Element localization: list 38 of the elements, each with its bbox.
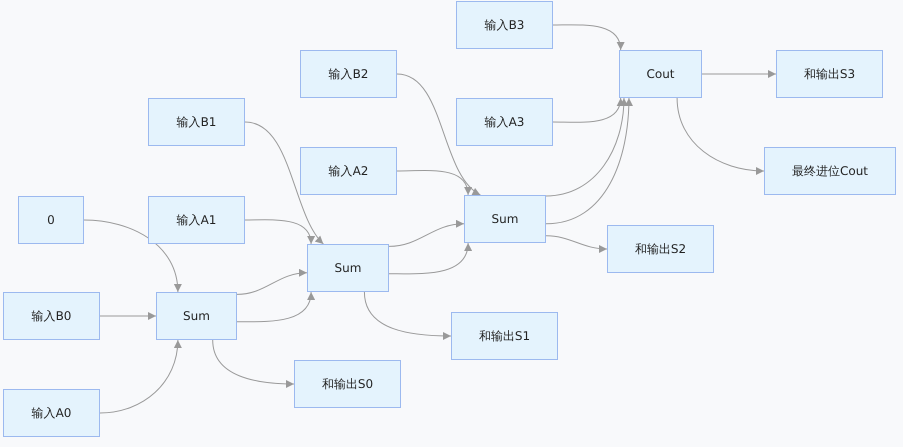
- arrow: [546, 235, 608, 253]
- process-box: 和输出S3: [776, 50, 883, 98]
- arrow: [388, 242, 472, 274]
- arrow: [236, 269, 308, 295]
- process-box: 输入B1: [148, 98, 245, 146]
- process-box: Sum: [464, 195, 546, 243]
- process-box: Sum: [307, 244, 389, 292]
- arrow: [364, 292, 452, 340]
- arrow: [396, 170, 472, 196]
- arrow: [388, 220, 464, 247]
- process-box: 输入B2: [300, 50, 397, 98]
- process-box: 最终进位Cout: [764, 147, 896, 195]
- arrow: [552, 24, 624, 50]
- process-box: 输入A2: [300, 147, 397, 195]
- arrow: [546, 98, 633, 224]
- process-box: 和输出S0: [294, 360, 401, 408]
- process-box: 输入A3: [456, 98, 553, 146]
- arrow: [244, 122, 324, 244]
- process-box: 和输出S1: [451, 312, 558, 360]
- arrow: [676, 98, 764, 175]
- process-box: 输入A1: [148, 196, 245, 244]
- process-box: Sum: [156, 292, 237, 340]
- arrow: [100, 312, 156, 320]
- process-box: Cout: [619, 50, 702, 98]
- arrow: [212, 340, 294, 388]
- arrow: [244, 219, 314, 244]
- arrow: [552, 98, 624, 123]
- process-box: 输入B3: [456, 1, 553, 49]
- process-box: 输入B0: [3, 292, 100, 340]
- process-box: 和输出S2: [607, 225, 714, 273]
- arrow: [396, 74, 481, 196]
- arrow: [546, 98, 628, 196]
- arrow: [236, 292, 314, 322]
- process-box: 输入A0: [3, 389, 100, 437]
- process-box: 0: [18, 196, 84, 244]
- arrow: [100, 340, 182, 414]
- arrow: [702, 70, 776, 78]
- arrow: [84, 220, 182, 292]
